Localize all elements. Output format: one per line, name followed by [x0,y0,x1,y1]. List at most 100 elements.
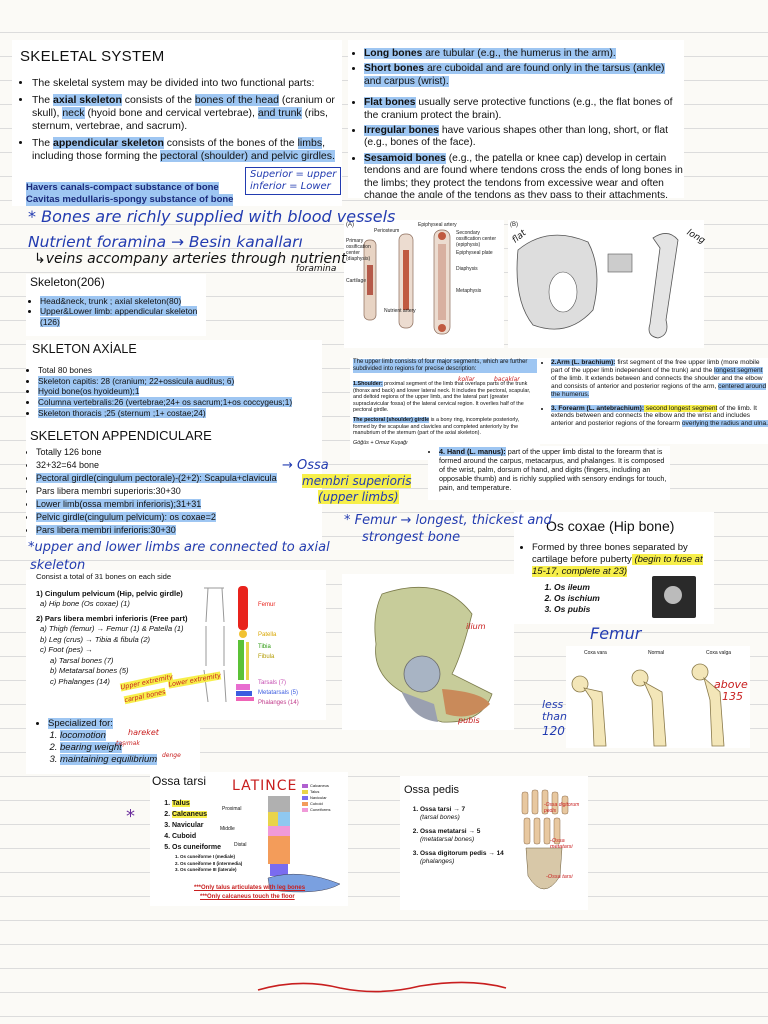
irregular-bones-text: Irregular bones have various shapes othe… [364,125,684,150]
legend-calcaneus: Calcaneus [310,783,329,788]
femur-coxa-vara [571,675,607,747]
flat-bones-text: Flat bones usually serve protective func… [364,97,684,122]
specialized-heading: Specialized for: [48,718,200,730]
metatarsals-group [523,817,561,845]
talus-item: Talus [172,798,348,809]
havers-note: Havers canals-compact substance of bone … [26,182,234,206]
foramina-note: foramina [296,264,337,274]
tarsals-label: Tarsals (7) [258,680,287,686]
ischium-region [402,692,438,722]
appendiculare-item-4: Lower limb(ossa membri inferioris);31+31 [36,498,322,511]
lower-limb-intro: Consist a total of 31 bones on each side [36,572,172,581]
metatarsal-bones [236,691,252,696]
latince-note: LATINCE [232,778,298,794]
fig-b-label: (B) [510,222,518,228]
femur-big-note: Femur [590,624,642,643]
pars-libera-heading: 2) Pars libera membri inferioris (Free p… [36,613,188,623]
cuneiforme-3: Os cuneiforme III (laterale) [180,867,348,874]
ossa-tarsi-item: Ossa tarsi → 7(tarsal bones) [420,806,588,822]
bone-shapes-svg [516,233,679,339]
veins-note: ↳veins accompany arteries through nutrie… [34,251,347,267]
appendiculare-title: SKELETON APPENDICULARE [30,428,212,443]
axiale-item-1: Skeleton capitis: 28 (cranium; 22+ossicu… [38,375,322,387]
pubis-region [442,689,490,717]
os-ileum-item: Os ileum [554,582,714,593]
coxa-vara-label: Coxa vara [584,650,607,656]
skeleton-206-card: Skeleton(206) Head&neck, trunk ; axial s… [26,274,206,336]
forearm-text: 3. Forearm (L. antebrachium): second lon… [551,404,768,429]
ossa-note: → Ossa [282,458,329,473]
ossa-tarsi-card: Ossa tarsi Talus Calcaneus Navicular Cub… [150,772,348,906]
nutrient-artery-label: Nutrient artery [384,308,416,314]
appendiculare-item-3: Pars libera membri superioris:30+30 [36,485,322,498]
tarsi-label: -Ossa tarsi [546,874,573,880]
os-coxae-card: Os coxae (Hip bone) Formed by three bone… [514,512,714,624]
axiale-item-4: Skeleton thoracis ;25 (sternum ;1+ costa… [38,407,322,419]
foot-item: c) Foot (pes) → [40,645,93,654]
hip-bone-svg [374,586,493,723]
thigh-item: a) Thigh (femur) → Femur (1) & Patella (… [40,624,184,633]
calcaneus-item: Calcaneus [172,809,348,820]
skeleton-206-title: Skeleton(206) [30,275,105,289]
femur-bone [238,586,248,630]
arm-text: 2.Arm (L. brachium): first segment of th… [551,359,768,399]
fibula-label: Fibula [258,654,275,660]
acetabulum [403,655,441,693]
ossa-pedis-title: Ossa pedis [404,784,460,796]
denge-note: denge [162,752,181,759]
ilium-region [374,586,493,723]
legend-navicular: Navicular [310,795,327,800]
phalanges-item: c) Phalanges (14) [50,676,110,686]
hip-xray [652,576,696,618]
axiale-item-3: Columna vertebralis:26 (vertebrae;24+ os… [38,397,322,408]
foot-top-view [268,796,290,876]
skeletal-system-card: SKELETAL SYSTEM The skeletal system may … [12,40,342,206]
skeleton-appendiculare-card: SKELETON APPENDICULARE Totally 126 bone … [26,427,322,545]
page-title: SKELETAL SYSTEM [20,48,165,65]
locomotion-item: locomotion [60,730,200,742]
ossa-pedis-card: Ossa pedis Ossa tarsi → 7(tarsal bones) … [400,776,588,910]
legend-cuboid: Cuboid [310,801,323,806]
hip-bone-item: a) Hip bone (Os coxae) (1) [40,599,130,608]
girdle-handnote: Göğüs + Omuz Kuşağı [353,439,408,446]
diaphysis-label: Diaphysis [456,266,478,272]
ilium-note: ilium [466,622,486,631]
bone-development-svg [363,229,451,335]
fig-a-label: (A) [346,222,354,228]
skeleton-axiale-card: SKLETON AXİALE Total 80 bones Skeleton c… [26,340,322,428]
upper-limb-card: The upper limb consists of four major se… [350,358,540,460]
skeleton-note: skeleton [30,558,86,573]
flat-bone-shape [516,234,598,330]
upper-limb-intro: The upper limb consists of four major se… [353,359,537,373]
hip-bone-picture [342,574,514,730]
cuneiforme-item: Os cuneiforme [172,842,348,853]
appendiculare-item-0: Totally 126 bone [36,446,322,459]
femur-angle-card: Coxa vara Normal Coxa valga [566,646,750,748]
bone-types-card: Long bones are tubular (e.g., the humeru… [348,40,684,198]
membri-note: membri superioris [302,474,412,488]
bone-stage-2 [398,233,414,329]
skeleton-206-item-2: Upper&Lower limb: appendicular skeleton … [40,306,206,327]
talus-note: ***Only talus articulates with leg bones [194,885,306,891]
tibia-bone [238,640,244,680]
sesamoid-bones-text: Sesamoid bones (e.g., the patella or kne… [364,152,684,198]
lower-limb-skeleton-svg [203,586,254,703]
os-coxae-formed: Formed by three bones separated by carti… [532,542,714,578]
pectoral-girdle-text: The pectoral (shoulder) girdle is a bony… [353,416,520,437]
femur-angles-svg [571,663,725,747]
primary-center-label: Primary ossification center (diaphysis) [346,238,371,262]
above-note: above [714,678,748,691]
superior-inferior-note: Superior = upper inferior = Lower [245,167,342,195]
phalanx-bones [236,697,254,701]
than-note: than [542,710,567,723]
tarsi-legend [302,784,308,812]
red-underline-decoration [257,981,507,993]
middle-label: Middle [220,826,235,832]
bone-development-diagram: (A) Epiphyseal artery Secondary ossifica… [344,220,504,348]
lower-limb-card: Consist a total of 31 bones on each side… [26,570,326,720]
upper-limbs-note: (upper limbs) [318,490,399,504]
arm-forearm-card: 2.Arm (L. brachium): first segment of th… [540,358,768,444]
cuboid-item: Cuboid [172,831,348,842]
nutrient-foramina-note: Nutrient foramina → Besin kanalları [28,233,303,251]
short-bone-shape [607,253,633,273]
